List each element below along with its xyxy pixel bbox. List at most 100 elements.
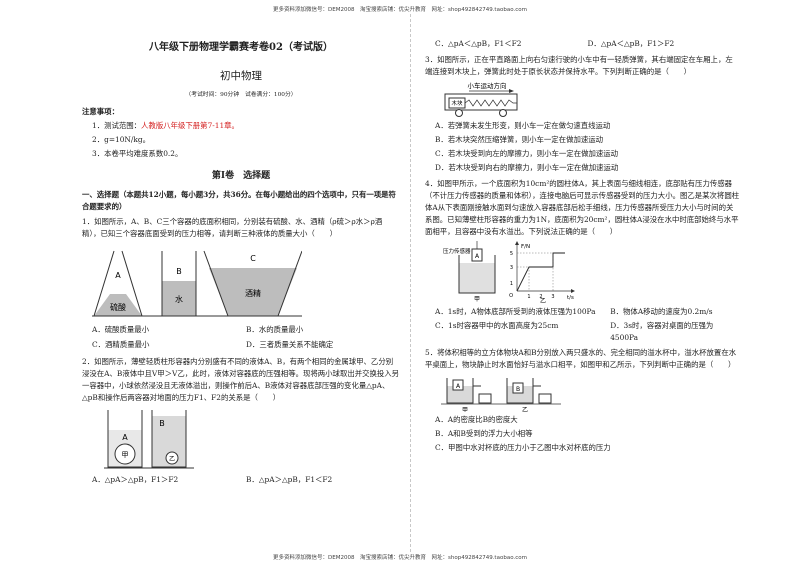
question-5: 5．将体积相等的立方体物块A和B分别放入两只盛水的、完全相同的溢水杯中，溢水杯放…: [425, 348, 737, 369]
q3-block-label: 木块: [451, 99, 463, 107]
q4-tick-y1: 1: [510, 281, 513, 287]
q1-option-b[interactable]: B．水的质量最小: [246, 325, 304, 334]
q2-label-b: B: [159, 419, 165, 428]
q1-option-c[interactable]: C．酒精质量最小: [92, 340, 150, 349]
exam-meta: （考试时间：90分钟 试卷满分：100分）: [185, 92, 297, 98]
column-divider: [410, 14, 411, 552]
q4-jia: 甲: [474, 296, 480, 303]
q5-cup-yi: [506, 378, 534, 404]
q2-options-row2: C．△pA＜△pB，F1＜F2 D．△pA＜△pB，F1＞F2: [425, 38, 740, 50]
q3-option-d[interactable]: D．若木块受到向右的摩擦力，则小车一定在做加速运动: [435, 163, 619, 172]
left-column: 八年级下册物理学霸赛考卷02（考试版） 初中物理 （考试时间：90分钟 试卷满分…: [82, 22, 400, 486]
q1-label-a: A: [115, 271, 121, 280]
q5-cup-jia: [446, 378, 474, 404]
right-column: C．△pA＜△pB，F1＜F2 D．△pA＜△pB，F1＞F2 3．如图所示，正…: [425, 22, 740, 454]
q1-options-row1: A．硫酸质量最小 B．水的质量最小: [82, 324, 400, 336]
q1-liquid-water: 水: [175, 294, 183, 304]
q4-cylinder-label: A: [475, 253, 480, 260]
q1-liquid-alcohol: 酒精: [245, 288, 261, 298]
section-title: 第Ⅰ卷 选择题: [211, 171, 271, 181]
q1-container-a: [93, 250, 143, 317]
q2-option-d[interactable]: D．△pA＜△pB，F1＞F2: [587, 39, 675, 48]
q2-option-a[interactable]: A．△pA＞△pB，F1＞F2: [92, 475, 179, 484]
q5-option-b[interactable]: B．A和B受到的浮力大小相等: [435, 429, 533, 438]
q4-y-label: F/N: [521, 244, 530, 250]
q1-alcohol-liquid: [209, 268, 297, 316]
q4-x-arrow: [571, 289, 575, 293]
q2-label-a: A: [122, 433, 128, 442]
q4-tick-x3: 3: [551, 294, 554, 300]
q2-figure: A 甲 B 乙: [104, 410, 194, 469]
q4-tick-y3: 3: [510, 265, 513, 271]
q3-option-c[interactable]: C．若木块受到向左的摩擦力，则小车一定在做加速运动: [435, 149, 619, 158]
top-banner: 更多资料添加微信号：DEM2008 淘宝搜索店铺：优尖升教育 网址：shop49…: [273, 7, 527, 13]
q4-water: [459, 263, 495, 293]
q5-label-a: A: [456, 383, 461, 390]
q1-label-b: B: [176, 267, 182, 276]
q3-direction-label: 小车运动方向: [468, 81, 507, 90]
q1-option-d[interactable]: D．三者质量关系不能确定: [246, 340, 334, 349]
exam-subtitle: 初中物理: [220, 70, 262, 82]
q5-option-a[interactable]: A．A的密度比B的密度大: [435, 415, 518, 424]
q2-ball-jia: [114, 443, 136, 465]
q1-label-c: C: [250, 254, 256, 263]
q2-options-row1: A．△pA＞△pB，F1＞F2 B．△pA＞△pB，F1＜F2: [82, 474, 400, 486]
q2-ball-jia-label: 甲: [122, 451, 129, 459]
q5-option-c[interactable]: C．甲图中水对杯底的压力小于乙图中水对杯底的压力: [435, 443, 611, 452]
question-3: 3．如图所示，正在平直路面上向右匀速行驶的小车中有一轻质弹簧，其右端固定在车厢上…: [425, 55, 733, 76]
q3-wheel-right: [499, 109, 507, 117]
q5-block-a: [452, 379, 464, 391]
q3-cart-body: [444, 93, 518, 111]
q3-option-a[interactable]: A．若弹簧未发生形变，则小车一定在做匀速直线运动: [435, 121, 611, 130]
q1-liquid-sulfuric: 硫酸: [110, 302, 126, 312]
note-1-scope: 人教版八年级下册第7-11章。: [141, 121, 239, 130]
q4-sensor-label: 压力传感器: [443, 247, 471, 255]
q4-container: [458, 255, 496, 294]
q5-block-b: [512, 382, 524, 394]
q4-options-row2: C．1s时容器甲中的水面高度为25cm D．3s时，容器对桌面的压强为4500P…: [425, 320, 740, 344]
q2-option-c[interactable]: C．△pA＜△pB，F1＜F2: [435, 39, 522, 48]
note-2: 2．g=10N/kg。: [92, 135, 150, 144]
note-1-text: 1．测试范围：: [92, 121, 142, 130]
q2-container-a: [107, 410, 143, 468]
q4-tick-y5: 5: [510, 251, 513, 257]
q3-wheel-left: [455, 109, 463, 117]
q1-option-a[interactable]: A．硫酸质量最小: [92, 325, 150, 334]
q4-tick-x2: 2: [539, 294, 542, 300]
q1-sulfuric-liquid: [94, 294, 142, 316]
q1-options-row2: C．酒精质量最小 D．三者质量关系不能确定: [82, 339, 400, 351]
q2-container-b: [151, 410, 187, 468]
question-4: 4．如图甲所示，一个底面积为10cm²的圆柱体A，其上表面与细线相连，底部贴有压…: [425, 179, 740, 236]
q4-tick-x1: 1: [527, 294, 530, 300]
q1-water-liquid: [162, 281, 196, 316]
q5-figure: A 甲 B 乙: [441, 378, 561, 412]
q4-x-label: t/s: [567, 295, 574, 301]
q2-ball-yi: [165, 451, 179, 465]
bottom-banner: 更多资料添加微信号：DEM2008 淘宝搜索店铺：优尖升教育 网址：shop49…: [273, 555, 527, 561]
q4-option-b[interactable]: B．物体A移动的速度为0.2m/s: [610, 307, 713, 316]
q5-label-b: B: [516, 386, 520, 393]
q5-beaker-yi: [538, 393, 552, 404]
q1-container-b: [161, 251, 197, 317]
part-1-heading: 一、选择题（本题共12小题，每小题3分，共36分。在每小题给出的四个选项中，只有…: [82, 190, 396, 211]
q2-option-b[interactable]: B．△pA＞△pB，F1＜F2: [246, 475, 333, 484]
q4-option-a[interactable]: A．1s时，A物体底部所受到的液体压强为100Pa: [435, 307, 596, 316]
q3-direction-arrow-head: [509, 89, 514, 93]
q4-option-c[interactable]: C．1s时容器甲中的水面高度为25cm: [435, 321, 559, 330]
q1-container-c: [203, 250, 302, 317]
q4-origin: O: [509, 293, 513, 299]
q4-cylinder: [471, 248, 483, 262]
q4-options-row1: A．1s时，A物体底部所受到的液体压强为100Pa B．物体A移动的速度为0.2…: [425, 306, 740, 318]
note-3: 3．本卷平均难度系数0.2。: [92, 149, 183, 158]
q4-graph-line: [516, 252, 565, 292]
q4-option-d[interactable]: D．3s时，容器对桌面的压强为4500Pa: [610, 321, 714, 342]
q3-spring: [464, 99, 517, 107]
q4-figure: 压力传感器 A 甲 F/N t/s 5 3 1 O 1 2 3 乙: [443, 241, 575, 303]
q5-yi: 乙: [522, 407, 528, 412]
exam-title: 八年级下册物理学霸赛考卷02（考试版）: [149, 42, 333, 53]
q3-option-b[interactable]: B．若木块突然压缩弹簧，则小车一定在做加速运动: [435, 135, 604, 144]
question-1: 1．如图所示，A、B、C三个容器的底面积相同，分别装有硫酸、水、酒精（ρ硫＞ρ水…: [82, 217, 383, 238]
q5-jia: 甲: [462, 407, 468, 412]
q3-figure: 小车运动方向 木块: [444, 81, 518, 117]
q4-yi: 乙: [540, 298, 546, 303]
